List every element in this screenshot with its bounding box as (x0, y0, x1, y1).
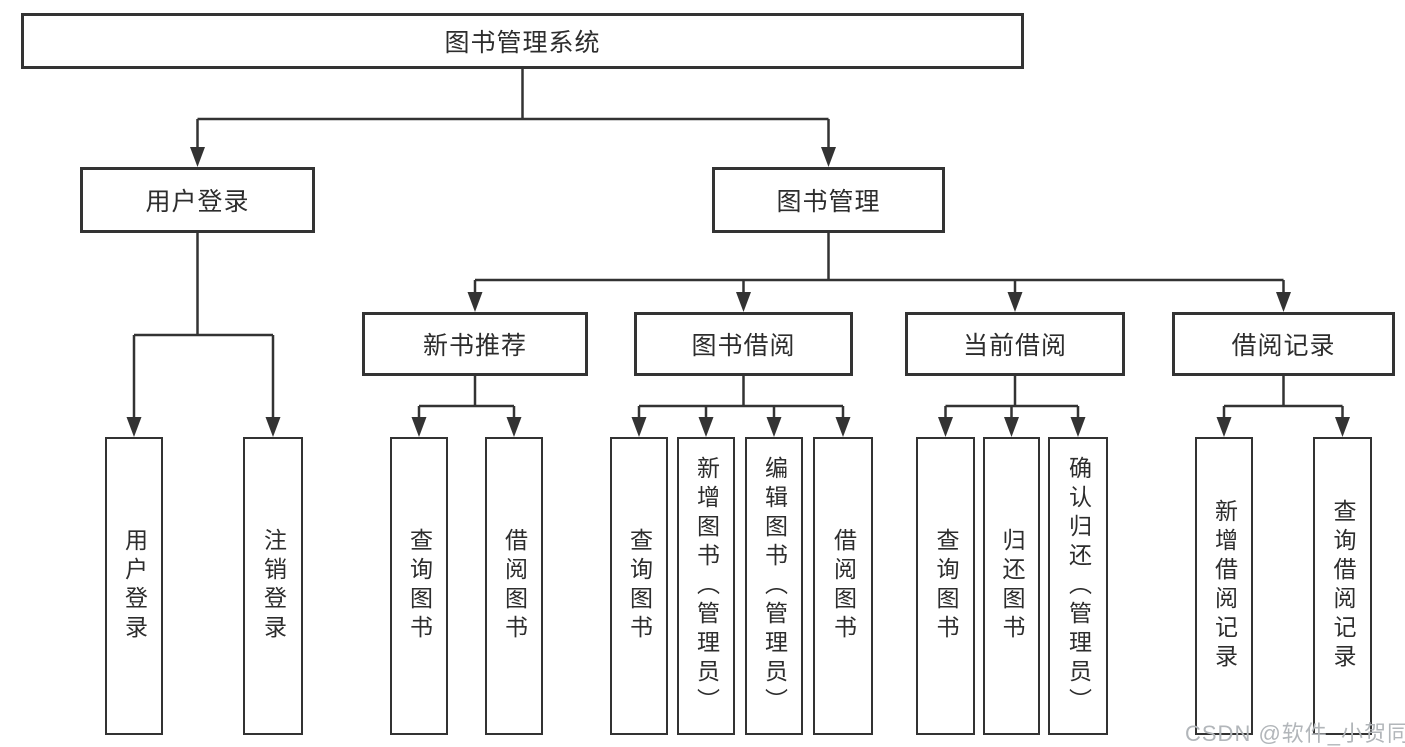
arrowhead (467, 292, 483, 312)
node-label: 图书管理 (776, 188, 881, 216)
arrowhead (1216, 417, 1232, 437)
leaf-query-books-recommend: 查询图书 (390, 437, 448, 735)
node-label: 用户登录 (145, 188, 250, 216)
node-library-management-system: 图书管理系统 (21, 13, 1024, 69)
arrowhead (736, 292, 751, 312)
node-label: 查询图书 (626, 528, 653, 644)
arrowhead (506, 417, 522, 437)
node-current-borrowing: 当前借阅 (905, 312, 1125, 376)
leaf-add-borrow-record: 新增借阅记录 (1195, 437, 1253, 735)
node-book-management: 图书管理 (712, 167, 945, 233)
arrowhead (766, 417, 782, 437)
node-label: 借阅图书 (830, 528, 857, 644)
leaf-logout: 注销登录 (243, 437, 303, 735)
leaf-borrow-books-borrowing: 借阅图书 (813, 437, 873, 735)
node-user-login: 用户登录 (80, 167, 315, 233)
tree-edges (132, 69, 1344, 427)
node-label: 新增图书（管理员） (693, 455, 720, 717)
leaf-query-borrow-record: 查询借阅记录 (1313, 437, 1372, 735)
leaf-query-books-current: 查询图书 (916, 437, 975, 735)
leaf-confirm-return-admin: 确认归还（管理员） (1048, 437, 1108, 735)
node-label: 查询图书 (406, 528, 433, 644)
leaf-borrow-books-recommend: 借阅图书 (485, 437, 543, 735)
node-label: 查询图书 (933, 528, 959, 644)
node-label: 图书借阅 (691, 332, 796, 360)
leaf-return-book: 归还图书 (983, 437, 1040, 735)
arrowhead (698, 417, 714, 437)
arrowhead (411, 417, 427, 437)
node-book-borrowing: 图书借阅 (634, 312, 853, 376)
arrowhead (821, 147, 836, 167)
node-borrowing-records: 借阅记录 (1172, 312, 1395, 376)
node-label: 编辑图书（管理员） (761, 455, 788, 717)
node-label: 新书推荐 (422, 332, 527, 360)
leaf-user-login: 用户登录 (105, 437, 163, 735)
arrowhead (1007, 292, 1023, 312)
node-label: 当前借阅 (962, 332, 1067, 360)
arrowhead (1276, 292, 1291, 312)
arrowhead (631, 417, 647, 437)
arrowhead (190, 147, 205, 167)
node-label: 注销登录 (260, 528, 287, 644)
node-new-book-recommend: 新书推荐 (362, 312, 588, 376)
arrowhead (938, 417, 953, 437)
leaf-edit-book-admin: 编辑图书（管理员） (745, 437, 803, 735)
arrowhead (835, 417, 851, 437)
node-label: 借阅图书 (501, 528, 528, 644)
node-label: 用户登录 (121, 528, 148, 644)
arrowhead (126, 417, 142, 437)
node-label: 查询借阅记录 (1330, 499, 1356, 673)
arrowhead (1070, 417, 1086, 437)
node-label: 借阅记录 (1231, 332, 1336, 360)
leaf-add-book-admin: 新增图书（管理员） (677, 437, 735, 735)
leaf-query-books-borrowing: 查询图书 (610, 437, 668, 735)
node-label: 图书管理系统 (444, 29, 601, 57)
arrowhead (1004, 417, 1019, 437)
node-label: 归还图书 (999, 528, 1025, 644)
node-label: 确认归还（管理员） (1065, 455, 1092, 717)
node-label: 新增借阅记录 (1211, 499, 1238, 673)
csdn-watermark: CSDN @软件_小贺同学 (1185, 721, 1405, 746)
arrowhead (1335, 417, 1350, 437)
arrowhead (265, 417, 281, 437)
